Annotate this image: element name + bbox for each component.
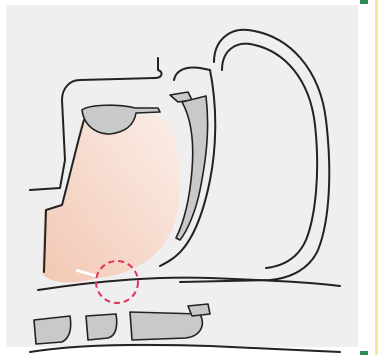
small-bone-right bbox=[188, 304, 210, 316]
bottom-curve bbox=[30, 345, 340, 352]
highlighted-airway-region bbox=[42, 114, 180, 283]
inner-face-contour bbox=[222, 44, 317, 268]
lower-vertebra-1 bbox=[34, 316, 71, 344]
lower-vertebra-2 bbox=[86, 314, 117, 340]
mandible-bone bbox=[176, 96, 208, 240]
